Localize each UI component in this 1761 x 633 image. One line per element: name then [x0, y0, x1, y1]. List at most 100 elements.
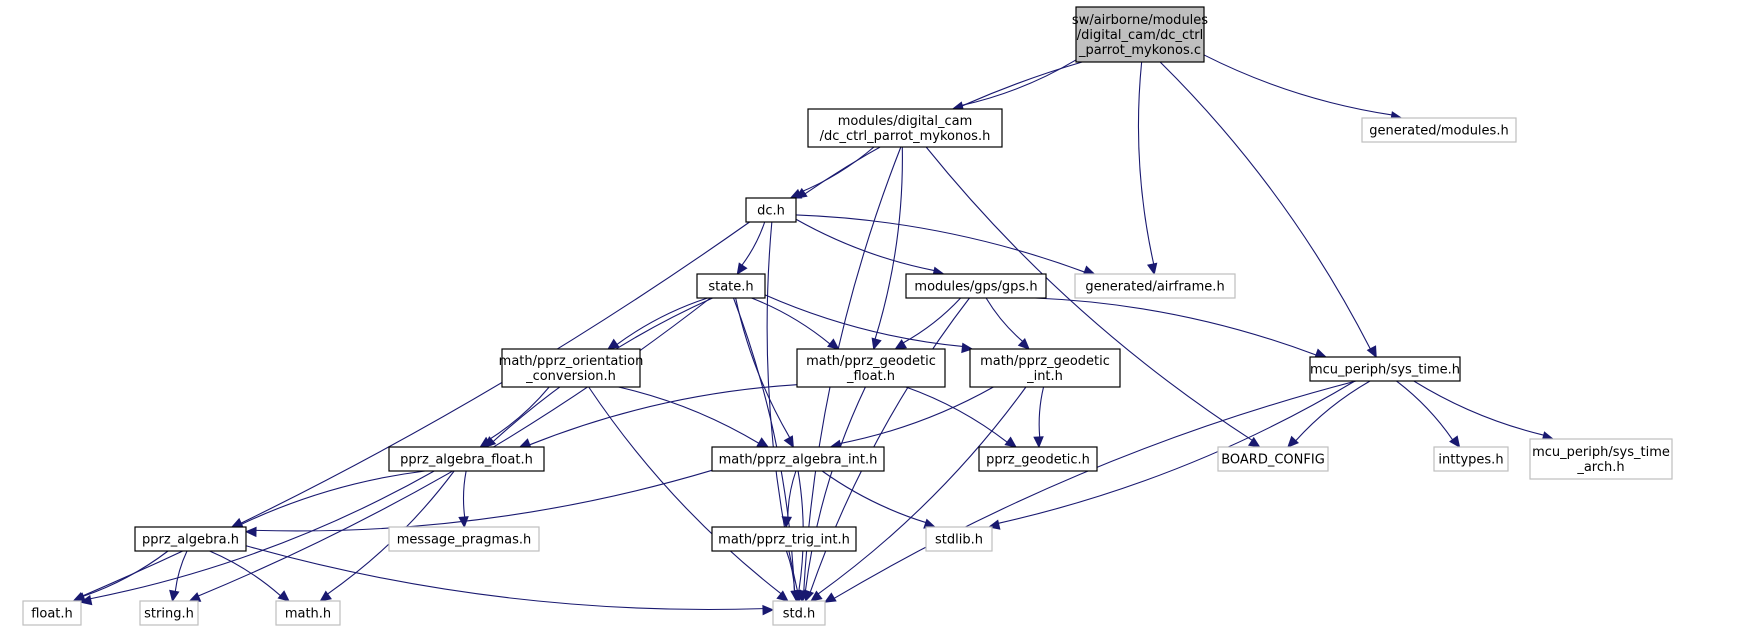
- node-trig-int[interactable]: math/pprz_trig_int.h: [711, 526, 857, 552]
- edge-pprz_algebra-to-float_h: [73, 550, 169, 603]
- node-gps-h[interactable]: modules/gps/gps.h: [905, 273, 1047, 299]
- node-orientation[interactable]: math/pprz_orientation_conversion.h: [499, 348, 644, 388]
- node-box: [501, 348, 641, 388]
- node-label: math/pprz_geodetic: [806, 354, 936, 369]
- node-box: [1529, 438, 1673, 480]
- node-box: [1217, 446, 1329, 472]
- edge-line: [241, 470, 426, 525]
- edge-line: [985, 297, 1023, 342]
- node-state-h[interactable]: state.h: [696, 273, 766, 299]
- edge-line: [616, 297, 708, 345]
- edge-line: [90, 470, 435, 600]
- edge-geodetic_float-to-algebra_float: [518, 384, 798, 449]
- node-geodetic-float[interactable]: math/pprz_geodetic_float.h: [796, 348, 946, 388]
- node-label: stdlib.h: [935, 533, 983, 548]
- node-geodetic-int[interactable]: math/pprz_geodetic_int.h: [969, 348, 1121, 388]
- node-label: inttypes.h: [1438, 453, 1503, 468]
- node-label: pprz_algebra.h: [142, 533, 239, 548]
- node-box: [275, 600, 341, 626]
- node-dc-ctrl-h[interactable]: modules/digital_cam/dc_ctrl_parrot_mykon…: [807, 108, 1003, 148]
- edge-line: [795, 214, 1085, 273]
- arrowhead-icon: [961, 342, 974, 354]
- node-label: pprz_algebra_float.h: [400, 453, 533, 468]
- arrowhead-icon: [230, 517, 244, 528]
- edge-geodetic_int-to-std_h: [810, 386, 1027, 602]
- edge-dc_h-to-state_h: [736, 221, 766, 276]
- node-box: [1075, 6, 1205, 63]
- node-box: [1433, 446, 1509, 472]
- edge-line: [618, 386, 760, 444]
- arrowhead-icon: [1146, 262, 1158, 276]
- edge-line: [245, 545, 764, 611]
- node-algebra-int[interactable]: math/pprz_algebra_int.h: [711, 446, 885, 472]
- arrowhead-icon: [823, 592, 837, 603]
- node-algebra-float[interactable]: pprz_algebra_float.h: [388, 446, 545, 472]
- node-label: generated/airframe.h: [1085, 280, 1224, 295]
- node-dc-h[interactable]: dc.h: [745, 197, 797, 223]
- edge-line: [732, 297, 796, 592]
- node-label: _int.h: [1026, 369, 1063, 384]
- node-box: [1074, 273, 1236, 299]
- edge-line: [588, 386, 782, 595]
- edge-root-to-sys_time: [1159, 61, 1377, 359]
- edge-sys_time-to-inttypes: [1396, 380, 1461, 448]
- arrowhead-icon: [319, 590, 332, 602]
- node-box: [696, 273, 766, 299]
- node-box: [745, 197, 797, 223]
- node-float-h: float.h: [22, 600, 82, 626]
- node-label: modules/digital_cam: [838, 114, 973, 129]
- edge-algebra_float-to-float_h: [79, 470, 435, 606]
- node-label: math/pprz_geodetic: [980, 354, 1110, 369]
- node-sys-time-arch: mcu_periph/sys_time_arch.h: [1529, 438, 1673, 480]
- edge-geodetic_float-to-std_h: [798, 386, 866, 603]
- edge-line: [255, 469, 713, 532]
- edge-state_h-to-orientation: [607, 297, 708, 350]
- arrowhead-icon: [1449, 435, 1461, 448]
- edge-line: [798, 146, 875, 194]
- edge-line: [1203, 54, 1392, 116]
- edge-line: [925, 146, 1253, 441]
- edge-line: [785, 550, 796, 592]
- arrowhead-icon: [1247, 436, 1261, 448]
- arrowhead-icon: [1366, 345, 1377, 359]
- edge-line: [833, 380, 1357, 599]
- node-sys-time[interactable]: mcu_periph/sys_time.h: [1309, 356, 1461, 382]
- node-label: math.h: [285, 607, 331, 622]
- edge-pprz_algebra-to-math_h: [209, 550, 290, 602]
- arrowhead-icon: [783, 435, 794, 449]
- edge-state_h-to-geodetic_int: [764, 294, 974, 354]
- edge-algebra_int-to-trig_int: [781, 470, 797, 529]
- edge-line: [795, 218, 935, 272]
- node-label: pprz_geodetic.h: [986, 453, 1090, 468]
- edge-trig_int-to-std_h: [785, 550, 801, 603]
- edge-line: [902, 297, 962, 344]
- edge-sys_time-to-sys_time_arch: [1413, 380, 1555, 442]
- edge-orientation-to-std_h: [588, 386, 789, 602]
- edge-line: [751, 297, 831, 345]
- edge-line: [998, 380, 1356, 524]
- edge-line: [529, 384, 798, 446]
- node-pprz-geodetic[interactable]: pprz_geodetic.h: [978, 446, 1098, 472]
- node-board-config: BOARD_CONFIG: [1217, 446, 1329, 472]
- edge-line: [735, 297, 791, 438]
- node-label: mcu_periph/sys_time: [1532, 445, 1670, 460]
- node-label: dc.h: [757, 204, 785, 219]
- node-label: _conversion.h: [525, 369, 616, 384]
- edge-line: [1038, 386, 1045, 438]
- edge-line: [1159, 61, 1371, 350]
- edge-line: [83, 550, 169, 597]
- edge-line: [961, 59, 1077, 106]
- edge-orientation-to-algebra_int: [618, 386, 770, 448]
- arrowhead-icon: [1287, 435, 1299, 448]
- node-box: [711, 446, 885, 472]
- node-label: _arch.h: [1576, 460, 1624, 475]
- node-pprz-algebra[interactable]: pprz_algebra.h: [134, 526, 247, 552]
- node-string-h: string.h: [139, 600, 199, 626]
- node-root: sw/airborne/modules/digital_cam/dc_ctrl_…: [1072, 6, 1208, 63]
- arrowhead-icon: [1004, 436, 1017, 448]
- edge-algebra_float-to-message_pragmas: [458, 470, 469, 529]
- node-label: math/pprz_trig_int.h: [718, 533, 850, 548]
- arrowhead-icon: [1017, 337, 1030, 350]
- node-box: [139, 600, 199, 626]
- edge-line: [174, 550, 188, 592]
